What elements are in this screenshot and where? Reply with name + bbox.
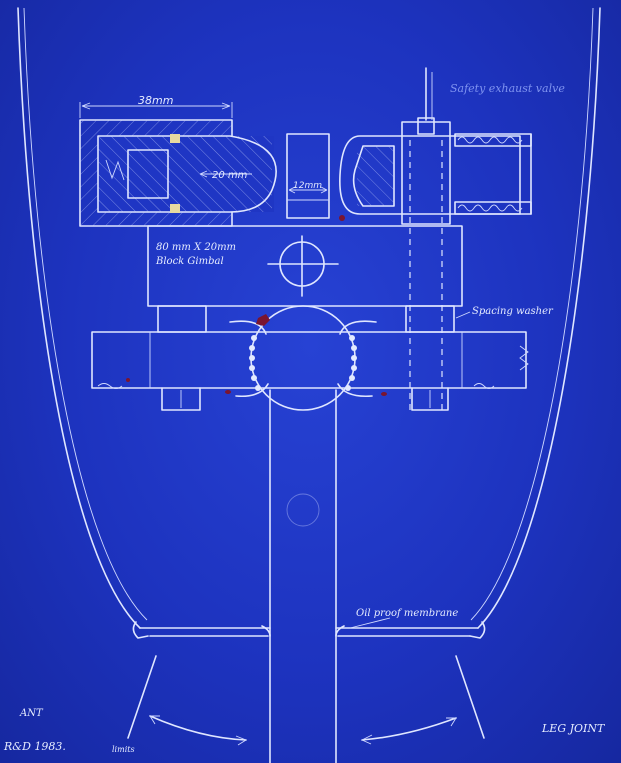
label-leg-joint: LEG JOINT: [541, 722, 606, 735]
label-limits: limits: [112, 745, 135, 754]
outer-shell: [17, 7, 601, 629]
dimension-38mm: [79, 102, 233, 118]
right-housing: [339, 67, 532, 410]
label-signature: R&D 1983.: [3, 740, 66, 753]
label-block-gimbal: Block Gimbal: [155, 256, 224, 267]
label-spacing-washer: Spacing washer: [472, 306, 554, 317]
spacing-washer-leader: [455, 311, 471, 319]
label-ant: ANT: [19, 708, 44, 719]
label-12mm: 12mm: [293, 181, 322, 191]
motion-arrows: [127, 655, 485, 746]
label-20mm: 20 mm: [212, 170, 248, 181]
oil-proof-membrane: [132, 617, 486, 639]
center-block: [286, 133, 330, 219]
left-housing: [79, 119, 277, 227]
label-safety-note: Safety exhaust valve: [450, 82, 565, 95]
label-38mm: 38mm: [138, 94, 173, 107]
dimension-20mm: [199, 170, 252, 178]
lower-clamp: [91, 305, 529, 411]
ball-joint: [126, 215, 387, 763]
label-membrane: Oil proof membrane: [356, 608, 458, 619]
label-gimbal-size: 80 mm X 20mm: [156, 242, 236, 253]
